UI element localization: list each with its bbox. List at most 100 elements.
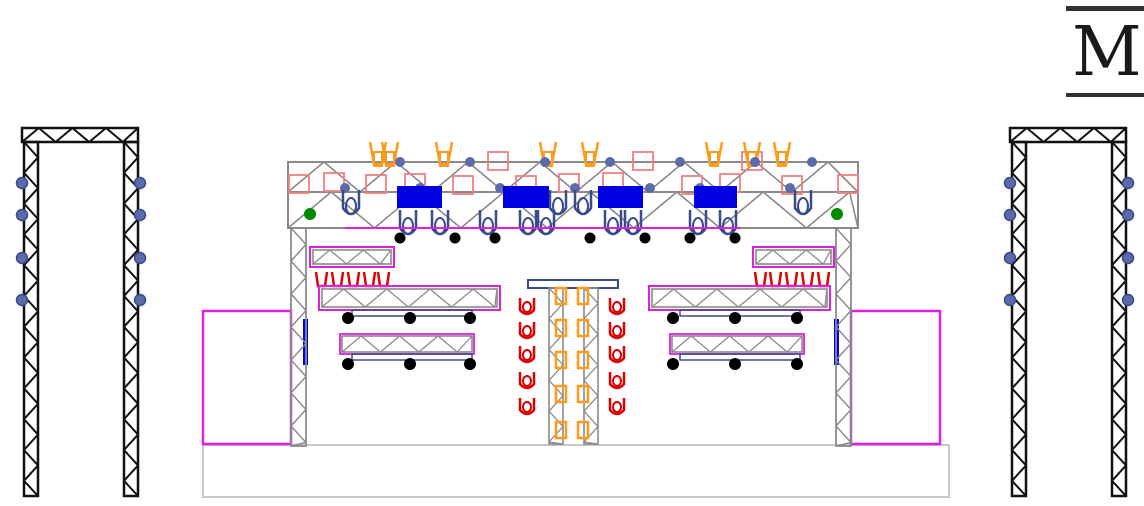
tower-top-truss bbox=[1008, 126, 1128, 144]
truss-lattice bbox=[651, 288, 828, 308]
black-pod bbox=[342, 312, 354, 324]
orange-body bbox=[777, 151, 787, 167]
right-mid-tier bbox=[648, 285, 831, 311]
truss-lattice bbox=[1011, 141, 1027, 497]
red-spot bbox=[800, 271, 815, 288]
truss-frame bbox=[671, 335, 803, 353]
black-pod bbox=[684, 232, 696, 244]
black-pod bbox=[729, 358, 741, 370]
truss-frame bbox=[755, 249, 832, 265]
black-pod bbox=[639, 232, 651, 244]
navy-moving-head bbox=[430, 210, 450, 236]
top-navy-lamp bbox=[645, 183, 655, 193]
truss-lattice bbox=[21, 127, 139, 143]
salmon-fixture bbox=[323, 172, 345, 192]
orange-par bbox=[554, 420, 568, 440]
navy-yoke bbox=[398, 210, 418, 236]
salmon-fixture bbox=[781, 175, 803, 195]
green-spot-left bbox=[304, 208, 316, 220]
truss-lattice bbox=[671, 335, 803, 353]
black-pod bbox=[489, 232, 501, 244]
red-spot bbox=[362, 271, 377, 288]
navy-lens bbox=[522, 217, 534, 235]
tower-lamp bbox=[1121, 176, 1135, 190]
tower-right-leg bbox=[122, 140, 140, 498]
navy-moving-head bbox=[573, 190, 593, 216]
orange-par bbox=[554, 350, 568, 370]
right-low-led-bar bbox=[679, 353, 801, 361]
tier-outline bbox=[752, 246, 835, 268]
truss-frame bbox=[1010, 140, 1028, 498]
red-lens bbox=[612, 375, 622, 387]
navy-lens bbox=[345, 197, 357, 215]
orange-body bbox=[373, 151, 383, 167]
truss-lattice bbox=[341, 335, 473, 353]
tower-top-truss bbox=[20, 126, 140, 144]
center-right-leg bbox=[583, 287, 599, 445]
black-pod bbox=[791, 358, 803, 370]
tier-truss bbox=[755, 249, 832, 265]
top-navy-lamp bbox=[605, 157, 615, 167]
black-pod bbox=[342, 358, 354, 370]
black-pod bbox=[404, 312, 416, 324]
orange-par bbox=[576, 350, 590, 370]
left-mid-tier bbox=[318, 285, 501, 311]
salmon-fixture bbox=[632, 151, 654, 171]
tier-truss bbox=[321, 288, 498, 308]
tower-lamp bbox=[1003, 293, 1017, 307]
tier-truss bbox=[651, 288, 828, 308]
truss-lattice bbox=[1009, 127, 1127, 143]
red-moving-head bbox=[518, 322, 536, 340]
truss-frame bbox=[1110, 140, 1128, 498]
red-moving-head bbox=[608, 398, 626, 416]
left-side-tower bbox=[15, 126, 147, 498]
truss-lattice bbox=[312, 249, 392, 265]
navy-yoke bbox=[478, 210, 498, 236]
red-lens bbox=[612, 401, 622, 413]
navy-lens bbox=[627, 217, 639, 235]
top-navy-lamp bbox=[495, 183, 505, 193]
navy-lens bbox=[402, 217, 414, 235]
red-moving-head bbox=[518, 372, 536, 390]
red-moving-head bbox=[608, 298, 626, 316]
truss-frame bbox=[341, 335, 473, 353]
navy-lens bbox=[692, 217, 704, 235]
truss-frame bbox=[1008, 126, 1128, 144]
truss-lattice bbox=[290, 227, 307, 447]
tower-lamp bbox=[1003, 176, 1017, 190]
brand-logo: M bbox=[1066, 6, 1144, 98]
orange-spot bbox=[580, 141, 600, 167]
red-spot bbox=[784, 271, 799, 288]
tower-lamp bbox=[1121, 208, 1135, 222]
orange-spot bbox=[772, 141, 792, 167]
tower-lamp bbox=[133, 251, 147, 265]
black-pod bbox=[449, 232, 461, 244]
tower-lamp bbox=[1003, 208, 1017, 222]
top-navy-lamp bbox=[675, 157, 685, 167]
truss-frame bbox=[312, 249, 392, 265]
orange-yoke bbox=[704, 141, 724, 166]
logo-bottom-bar bbox=[1066, 93, 1144, 97]
tier-truss bbox=[312, 249, 392, 265]
red-lens bbox=[612, 301, 622, 313]
truss-frame bbox=[583, 287, 599, 445]
red-yoke bbox=[608, 372, 626, 390]
right-low-tier bbox=[671, 335, 803, 353]
tower-lamp bbox=[1003, 251, 1017, 265]
truss-frame bbox=[321, 288, 498, 308]
top-navy-lamp bbox=[750, 157, 760, 167]
red-lens bbox=[522, 401, 532, 413]
tower-left-leg bbox=[22, 140, 40, 498]
black-pod bbox=[791, 312, 803, 324]
logo-top-bar bbox=[1066, 6, 1144, 11]
salmon-fixture bbox=[365, 174, 387, 194]
salmon-fixture bbox=[452, 175, 474, 195]
led-bar bbox=[679, 353, 801, 361]
red-lens bbox=[522, 349, 532, 361]
right-side-tower bbox=[1003, 126, 1135, 498]
left-side-screen bbox=[201, 309, 293, 446]
red-yoke bbox=[518, 322, 536, 340]
navy-moving-head bbox=[341, 190, 361, 216]
orange-par bbox=[576, 286, 590, 306]
tier-outline bbox=[309, 246, 395, 268]
